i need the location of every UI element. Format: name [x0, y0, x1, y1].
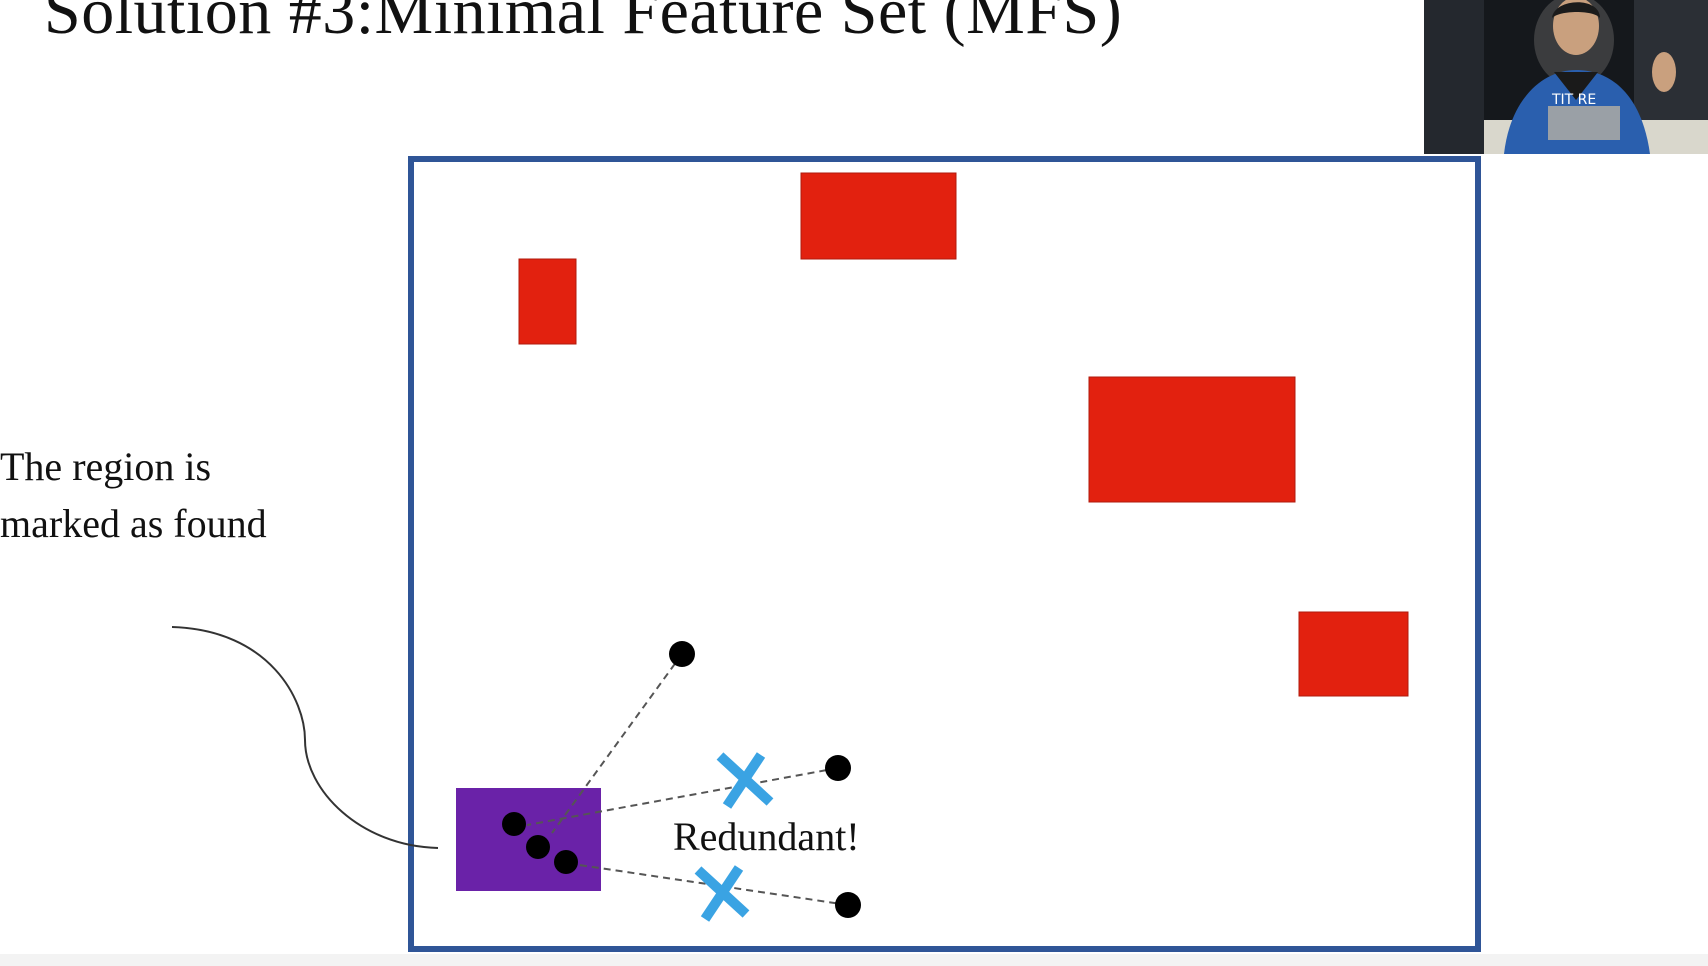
- red-region-top: [800, 172, 957, 260]
- dashed-line-up: [551, 653, 683, 834]
- point-upper: [669, 641, 695, 667]
- point-middle: [825, 755, 851, 781]
- red-region-small: [518, 258, 577, 345]
- red-region-large: [1088, 376, 1296, 503]
- redundant-label: Redundant!: [673, 814, 860, 859]
- presenter-webcam: TIT RE: [1424, 0, 1708, 154]
- found-region-annotation: The region is marked as found: [0, 438, 267, 552]
- point-in-region-3: [554, 850, 578, 874]
- slide-title: Solution #3:Minimal Feature Set (MFS): [44, 0, 1123, 48]
- annotation-leader-curve: [171, 626, 439, 849]
- point-in-region-2: [526, 835, 550, 859]
- found-region: [456, 788, 601, 891]
- redundant-cross-lower-icon: [694, 865, 750, 922]
- point-in-region-1: [502, 812, 526, 836]
- svg-text:TIT RE: TIT RE: [1551, 92, 1596, 108]
- point-lower: [835, 892, 861, 918]
- redundant-cross-upper-icon: [716, 752, 774, 809]
- search-space-frame: [408, 156, 1481, 952]
- annotation-line-1: The region is: [0, 444, 212, 489]
- red-region-right: [1298, 611, 1409, 697]
- bottom-edge-strip: [0, 954, 1708, 966]
- presenter-video-icon: TIT RE: [1424, 0, 1708, 154]
- annotation-line-2: marked as found: [0, 501, 267, 546]
- dashed-line-middle: [526, 767, 839, 826]
